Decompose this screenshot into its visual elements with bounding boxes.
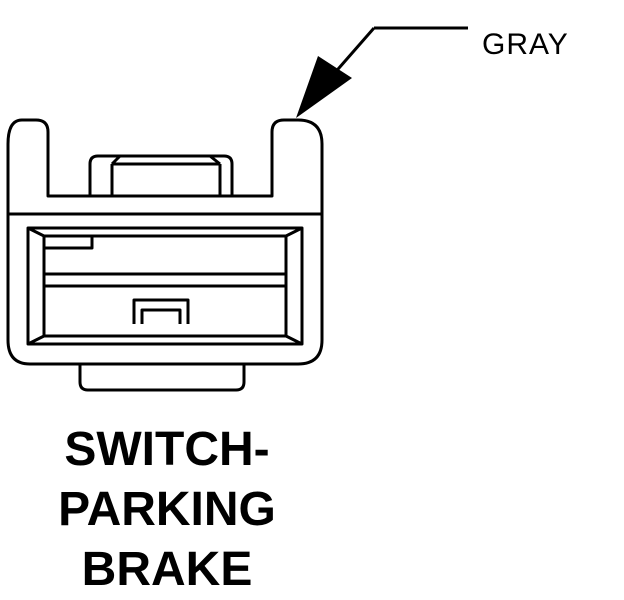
caption-line-2: PARKING [58, 483, 276, 536]
callout-leader-diagonal [330, 27, 376, 77]
connector-body [6, 118, 324, 366]
wire-color-label: GRAY [482, 28, 569, 61]
key-notch [44, 236, 94, 250]
callout-arrowhead [296, 56, 352, 118]
connector-latch-ridge [110, 154, 222, 196]
terminal-cavity [26, 226, 304, 346]
connector-bottom-tab [78, 364, 246, 392]
caption-line-1: SWITCH- [64, 423, 270, 476]
cavity-bevel-tl [27, 226, 45, 238]
connector-latch [88, 154, 234, 196]
component-caption: SWITCH- PARKING BRAKE [0, 420, 334, 600]
cavity-bevel-bl [27, 334, 45, 346]
cavity-bevel-br [285, 334, 303, 346]
cavity-bevel-tr [285, 226, 303, 238]
caption-line-3: BRAKE [81, 543, 253, 596]
terminal-tab [132, 298, 190, 324]
